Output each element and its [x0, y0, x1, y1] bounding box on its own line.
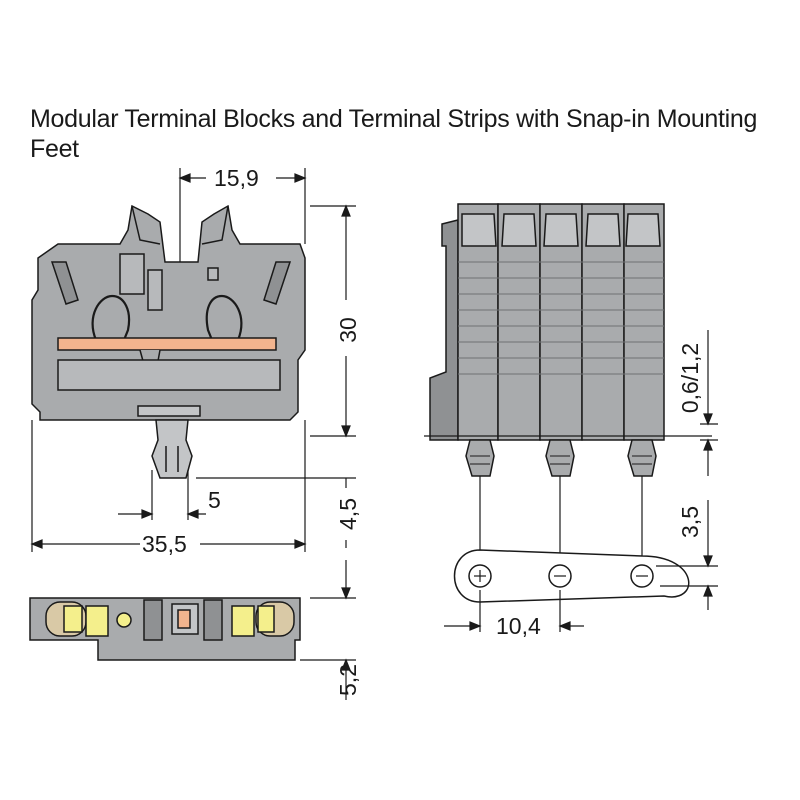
bottom-marker [177, 609, 191, 629]
front-view [31, 204, 306, 479]
side-view [424, 203, 712, 603]
dim-top-width: 15,9 [214, 165, 259, 191]
bottom-dimensions [300, 560, 356, 700]
dim-pitch: 10,4 [496, 613, 541, 639]
dim-gap: 0,6/1,2 [677, 343, 703, 413]
left-clamp-spring [91, 294, 131, 341]
right-clamp-spring [205, 294, 243, 341]
dim-total-width: 35,5 [142, 531, 187, 557]
busbar [57, 337, 277, 351]
side-dimensions [444, 330, 718, 632]
foot-2 [545, 439, 575, 477]
dim-foot-height: 4,5 [335, 498, 361, 530]
page-title: Modular Terminal Blocks and Terminal Str… [30, 105, 758, 163]
dim-pin-offset: 3,5 [677, 506, 703, 538]
bottom-view [29, 597, 301, 661]
front-dimensions [30, 168, 356, 552]
dim-height: 30 [335, 317, 361, 343]
foot-3 [627, 439, 657, 477]
dim-foot-width: 5 [208, 487, 221, 513]
snap-in-foot [151, 419, 193, 479]
foot-1 [465, 439, 495, 477]
left-contact-dot [116, 612, 132, 628]
dim-bottom-height: 5,2 [335, 664, 361, 696]
